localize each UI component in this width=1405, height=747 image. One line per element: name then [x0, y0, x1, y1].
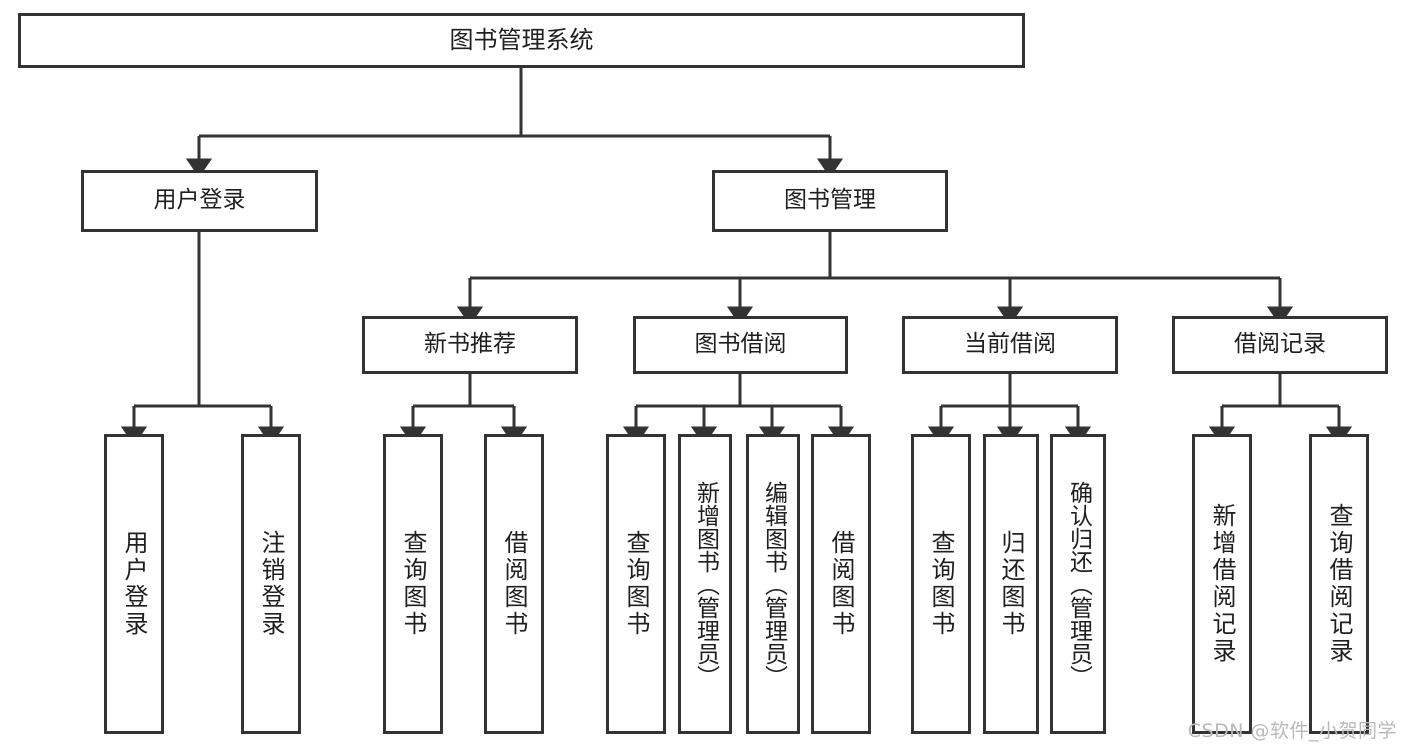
leaf-label: 借阅图书 — [827, 530, 855, 638]
node-user-login[interactable]: 用户登录 — [81, 170, 318, 232]
leaf-label: 归还图书 — [997, 530, 1025, 638]
node-book-borrow-label: 图书借阅 — [694, 331, 787, 358]
node-book-borrow[interactable]: 图书借阅 — [633, 316, 848, 374]
node-book-management-label: 图书管理 — [784, 187, 876, 214]
leaf-borrow-edit-book-admin[interactable]: 编辑图书（管理员） — [746, 434, 800, 734]
watermark-text: CSDN @软件_小贺同学 — [1187, 720, 1397, 742]
leaf-current-query-book[interactable]: 查询图书 — [911, 434, 971, 734]
leaf-recommend-borrow-book[interactable]: 借阅图书 — [484, 434, 544, 734]
leaf-borrow-borrow-book[interactable]: 借阅图书 — [811, 434, 871, 734]
leaf-label: 新增图书（管理员） — [692, 480, 719, 688]
node-new-book-recommend-label: 新书推荐 — [424, 331, 516, 358]
leaf-label: 用户登录 — [120, 530, 148, 638]
leaf-label: 确认归还（管理员） — [1065, 480, 1092, 688]
node-new-book-recommend[interactable]: 新书推荐 — [362, 316, 578, 374]
leaf-label: 编辑图书（管理员） — [760, 480, 787, 688]
leaf-label: 新增借阅记录 — [1208, 503, 1236, 665]
leaf-recommend-query-book[interactable]: 查询图书 — [383, 434, 443, 734]
leaf-label: 查询图书 — [399, 530, 427, 638]
leaf-label: 查询图书 — [927, 530, 955, 638]
node-user-login-label: 用户登录 — [153, 187, 246, 214]
node-borrow-record[interactable]: 借阅记录 — [1172, 316, 1388, 374]
leaf-user-login-login[interactable]: 用户登录 — [104, 434, 164, 734]
node-root-system[interactable]: 图书管理系统 — [18, 13, 1025, 68]
node-borrow-record-label: 借阅记录 — [1234, 331, 1326, 358]
leaf-label: 注销登录 — [257, 530, 285, 638]
leaf-borrow-query-book[interactable]: 查询图书 — [606, 434, 666, 734]
node-root-label: 图书管理系统 — [449, 26, 594, 55]
leaf-user-login-logout[interactable]: 注销登录 — [241, 434, 301, 734]
leaf-record-add-record[interactable]: 新增借阅记录 — [1192, 434, 1252, 734]
leaf-borrow-add-book-admin[interactable]: 新增图书（管理员） — [678, 434, 732, 734]
leaf-current-confirm-return-admin[interactable]: 确认归还（管理员） — [1050, 434, 1106, 734]
leaf-label: 查询图书 — [622, 530, 650, 638]
node-book-management[interactable]: 图书管理 — [712, 170, 948, 232]
leaf-record-query-record[interactable]: 查询借阅记录 — [1309, 434, 1369, 734]
leaf-current-return-book[interactable]: 归还图书 — [983, 434, 1039, 734]
leaf-label: 借阅图书 — [500, 530, 528, 638]
node-current-borrow[interactable]: 当前借阅 — [902, 316, 1118, 374]
node-current-borrow-label: 当前借阅 — [964, 331, 1056, 358]
leaf-label: 查询借阅记录 — [1325, 503, 1353, 665]
